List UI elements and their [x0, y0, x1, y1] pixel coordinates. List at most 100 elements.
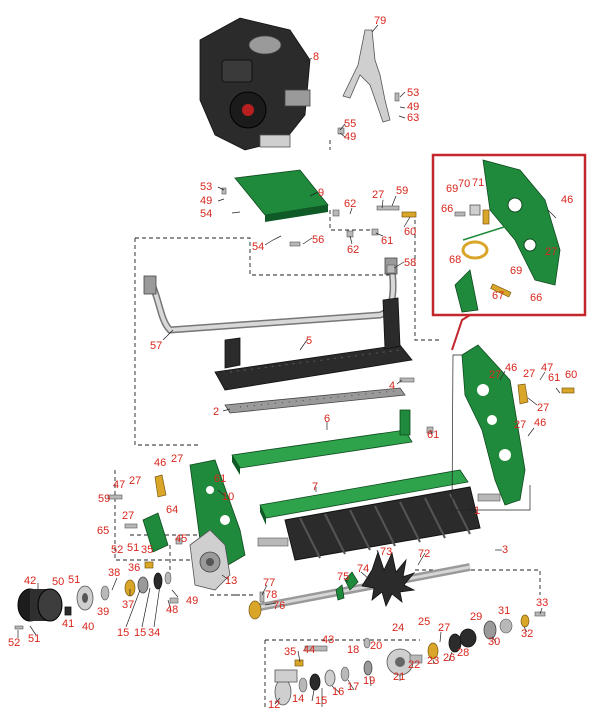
label-27: 27 [372, 189, 384, 201]
label-14: 14 [292, 693, 304, 705]
brass-bracket-left [154, 474, 167, 498]
label-63: 63 [407, 112, 419, 124]
label-70: 70 [458, 178, 470, 190]
label-35: 35 [284, 646, 296, 658]
label-61: 61 [381, 235, 393, 247]
label-58: 58 [404, 257, 416, 269]
label-67: 67 [492, 290, 504, 302]
label-27: 27 [171, 453, 183, 465]
label-27: 27 [122, 510, 134, 522]
label-76: 76 [273, 600, 285, 612]
part-labels: 79 8 53 49 63 55 49 53 9 49 54 27 59 62 … [8, 15, 577, 711]
label-44: 44 [303, 644, 315, 656]
label-17: 17 [347, 681, 359, 693]
label-34: 34 [148, 627, 160, 639]
small-hardware [107, 92, 575, 604]
label-47: 47 [113, 479, 125, 491]
label-15: 15 [134, 627, 146, 639]
label-16: 16 [332, 686, 344, 698]
bracket-plate-64 [142, 512, 169, 553]
bed-bar-5 [214, 297, 413, 391]
label-46: 46 [505, 362, 517, 374]
label-31: 31 [498, 605, 510, 617]
label-62: 62 [344, 198, 356, 210]
leader-lines [17, 24, 561, 707]
label-29: 29 [470, 611, 482, 623]
engine-8 [199, 17, 311, 151]
label-78: 78 [265, 589, 277, 601]
label-38: 38 [108, 567, 120, 579]
label-5: 5 [306, 335, 312, 347]
label-66: 66 [530, 292, 542, 304]
label-3: 3 [502, 544, 508, 556]
label-46: 46 [154, 457, 166, 469]
bed-knife-2 [224, 387, 406, 414]
label-40: 40 [82, 621, 94, 633]
label-23: 23 [427, 655, 439, 667]
right-side-frame [451, 314, 531, 511]
label-75: 75 [337, 571, 349, 583]
label-33: 33 [536, 597, 548, 609]
label-59: 59 [98, 493, 110, 505]
label-56: 56 [312, 234, 324, 246]
bottom-drive-assembly [274, 611, 546, 706]
label-27: 27 [537, 402, 549, 414]
label-21: 21 [393, 671, 405, 683]
label-52: 52 [8, 637, 20, 649]
label-79: 79 [374, 15, 386, 27]
reel-1 [257, 486, 501, 561]
screw-4 [399, 377, 415, 383]
label-69: 69 [510, 265, 522, 277]
label-49: 49 [344, 131, 356, 143]
label-30: 30 [488, 636, 500, 648]
label-46: 46 [534, 417, 546, 429]
label-32: 32 [521, 628, 533, 640]
label-27: 27 [514, 419, 526, 431]
label-47: 47 [541, 362, 553, 374]
label-35: 35 [141, 544, 153, 556]
label-49: 49 [186, 595, 198, 607]
label-27: 27 [523, 368, 535, 380]
label-27: 27 [438, 622, 450, 634]
label-10: 10 [222, 491, 234, 503]
handle-bracket-79 [342, 29, 391, 123]
label-43: 43 [322, 634, 334, 646]
label-73: 73 [380, 546, 392, 558]
label-2: 2 [213, 406, 219, 418]
label-52: 52 [111, 544, 123, 556]
label-69: 69 [446, 183, 458, 195]
label-42: 42 [24, 575, 36, 587]
label-37: 37 [122, 599, 134, 611]
gear-housing-13 [189, 529, 231, 591]
label-27: 27 [129, 475, 141, 487]
label-60: 60 [565, 369, 577, 381]
label-6: 6 [324, 413, 330, 425]
label-8: 8 [313, 51, 319, 63]
label-46: 46 [561, 194, 573, 206]
label-53: 53 [407, 87, 419, 99]
label-4: 4 [389, 380, 395, 392]
label-7: 7 [312, 481, 318, 493]
label-27: 27 [489, 369, 501, 381]
label-72: 72 [418, 548, 430, 560]
engine-plate-9 [234, 169, 329, 222]
clutch-shaft-3 [248, 550, 471, 620]
label-65: 65 [97, 525, 109, 537]
label-36: 36 [128, 562, 140, 574]
handle-bar-57 [143, 257, 398, 334]
label-62: 62 [347, 244, 359, 256]
label-13: 13 [225, 575, 237, 587]
label-49: 49 [200, 195, 212, 207]
label-51: 51 [127, 542, 139, 554]
label-64: 64 [166, 504, 178, 516]
label-61: 61 [427, 429, 439, 441]
label-1: 1 [474, 505, 480, 517]
label-66: 66 [441, 203, 453, 215]
label-71: 71 [472, 177, 484, 189]
label-61: 61 [214, 473, 226, 485]
label-12: 12 [268, 699, 280, 711]
label-54: 54 [200, 208, 212, 220]
label-59: 59 [396, 185, 408, 197]
label-51: 51 [68, 574, 80, 586]
